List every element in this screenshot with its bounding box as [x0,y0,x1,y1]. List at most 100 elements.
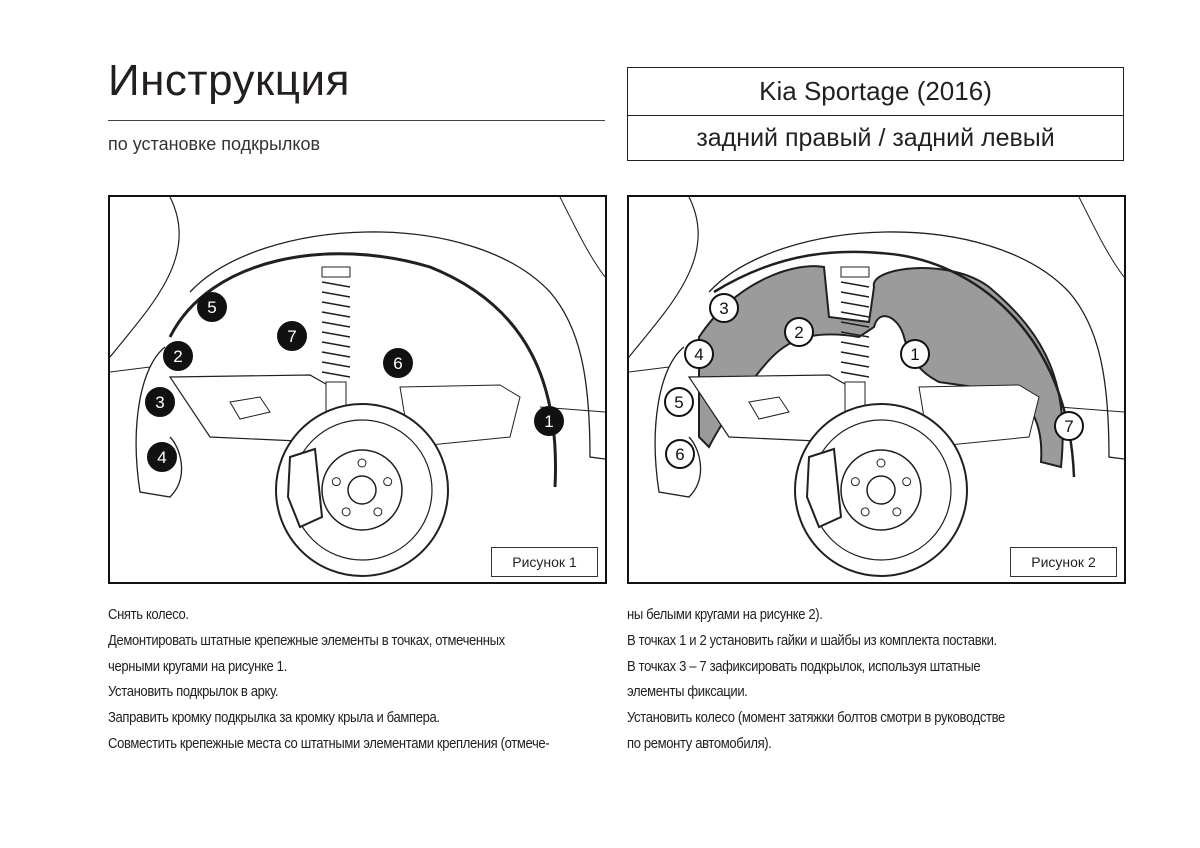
lug-hole [850,477,860,487]
marker-circle [383,348,413,378]
lug-hole [860,507,870,517]
lug-hole [383,477,393,487]
marker-circle [197,292,227,322]
spring-coil [840,361,870,368]
lug-hole [341,507,351,517]
spring-coil [321,331,351,338]
spring-coil [840,291,870,298]
instruction-line: Демонтировать штатные крепежные элементы… [108,632,505,649]
shock-mount [840,266,870,278]
spring-coil [321,281,351,288]
arch-edge [713,250,1076,478]
instructions-left: Снять колесо. Демонтировать штатные креп… [108,603,550,758]
lug-hole [902,477,912,487]
instructions-right: ны белыми кругами на рисунке 2). В точка… [627,603,1005,758]
spring-coil [840,311,870,318]
marker-circle [665,439,695,469]
spring-coil [321,351,351,358]
instruction-line: Совместить крепежные места со штатными э… [108,735,550,752]
page-subtitle: по установке подкрылков [108,134,321,154]
spring-coil [321,361,351,368]
marker-circle [709,293,739,323]
brake-caliper [286,447,324,529]
instruction-line: элементы фиксации. [627,684,748,701]
marker-label: 2 [173,347,182,366]
marker-label: 4 [157,448,166,467]
marker-label: 4 [694,345,703,364]
lug-hole [331,477,341,487]
title-divider [108,120,605,121]
marker-label: 2 [794,323,803,342]
instruction-line: Установить колесо (момент затяжки болтов… [627,710,1005,727]
marker-circle [684,339,714,369]
instruction-line: ны белыми кругами на рисунке 2). [627,607,823,623]
spring-coil [321,291,351,298]
instruction-line: Установить подкрылок в арку. [108,684,279,701]
spring-coil [840,371,870,378]
hub-center [866,475,896,505]
arm-detail [229,396,271,420]
spring-coil [840,301,870,308]
page-title: Инструкция [108,56,350,105]
mudflap-outline [654,346,702,498]
marker-circle [1054,411,1084,441]
spring-coil [321,321,351,328]
spring-coil [840,341,870,348]
marker-circle [145,387,175,417]
marker-circle [147,442,177,472]
marker-circle [163,341,193,371]
marker-label: 6 [393,354,402,373]
model-box: Kia Sportage (2016) задний правый / задн… [627,67,1124,161]
model-name: Kia Sportage (2016) [628,68,1123,116]
body-line [559,197,605,278]
body-line [1078,197,1124,278]
marker-circle [277,321,307,351]
marker-label: 3 [719,299,728,318]
spring-coil [321,341,351,348]
lug-hole [892,507,902,517]
body-line [629,197,699,358]
mudflap-outline [135,346,183,498]
figure-2: 1 2 3 4 5 6 7 Рисунок 2 [627,195,1126,584]
instruction-line: по ремонту автомобиля). [627,735,772,752]
model-position: задний правый / задний левый [696,123,1055,152]
marker-label: 5 [674,393,683,412]
marker-label: 1 [544,412,553,431]
arch-edge [168,252,558,488]
spring-coil [840,281,870,288]
figure-1-caption: Рисунок 1 [491,547,598,577]
marker-label: 6 [675,445,684,464]
lug-hole [357,458,367,468]
body-line [1058,406,1124,413]
marker-label: 5 [207,298,216,317]
spring-coil [840,351,870,358]
marker-label: 7 [1064,417,1073,436]
marker-circle [784,317,814,347]
spring-coil [840,321,870,328]
hub-center [347,475,377,505]
lug-hole [876,458,886,468]
instruction-line: Снять колесо. [108,607,189,623]
instruction-line: Заправить кромку подкрылка за кромку кры… [108,710,440,727]
marker-label: 3 [155,393,164,412]
body-line [629,366,670,373]
marker-circle [534,406,564,436]
spring-coil [321,371,351,378]
marker-label: 1 [910,345,919,364]
figure-2-caption: Рисунок 2 [1010,547,1117,577]
lug-hole [373,507,383,517]
spring-coil [321,301,351,308]
marker-circle [900,339,930,369]
spring-coil [840,331,870,338]
arm-detail [748,396,790,420]
brake-caliper [805,447,843,529]
wheel-arch-illustration-installed: 1 2 3 4 5 6 7 [629,197,1124,577]
marker-circle [664,387,694,417]
instruction-line: В точках 3 – 7 зафиксировать подкрылок, … [627,658,981,675]
fender-outer-line [708,231,1124,460]
shock-mount [321,266,351,278]
instruction-line: В точках 1 и 2 установить гайки и шайбы … [627,632,997,649]
